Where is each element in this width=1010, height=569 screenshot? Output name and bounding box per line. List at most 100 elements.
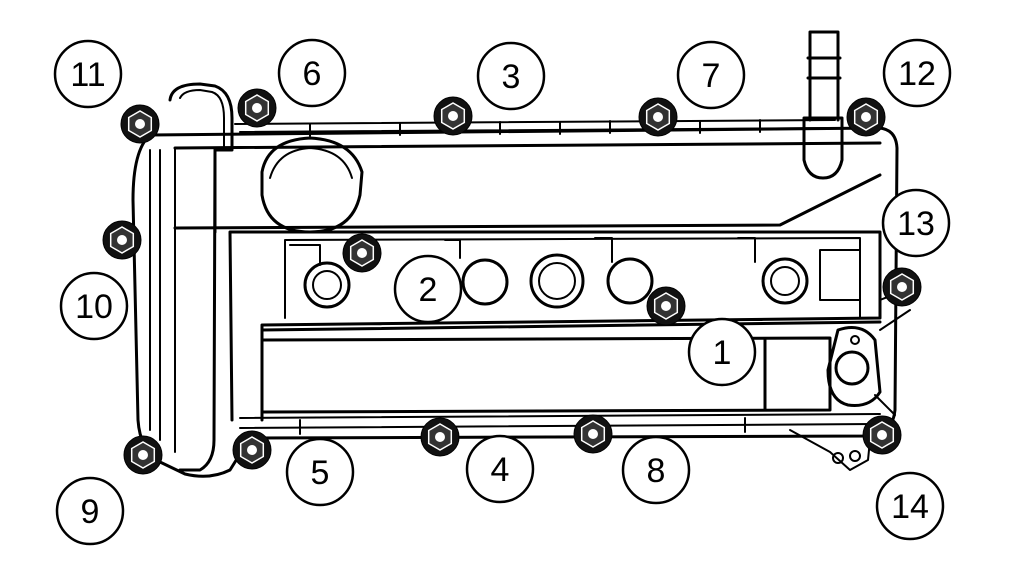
spark-plug-tube-2: [461, 258, 509, 306]
right-mounting-mark: [850, 335, 860, 345]
callout-6: 6: [277, 38, 347, 108]
bolt-center: [877, 430, 887, 440]
bottom-right-bracket: [789, 429, 871, 471]
bracket-hole-1: [832, 452, 844, 464]
left-side-flange: [149, 147, 176, 453]
callout-label: 14: [891, 488, 929, 526]
bolt-center: [252, 103, 262, 113]
callout-circle: [476, 41, 546, 111]
callout-5: 5: [285, 437, 355, 507]
bolt-center: [135, 119, 145, 129]
bolt-6: [237, 88, 277, 128]
spark-plug-tube-5: [761, 257, 809, 305]
callout-circle: [875, 471, 945, 541]
callout-9: 9: [55, 476, 125, 546]
lower-cavity: [260, 336, 832, 414]
callout-circle: [882, 38, 952, 108]
tube-brackets: [289, 237, 861, 301]
spark-plug-tube-5-inner: [770, 266, 800, 296]
callout-7: 7: [676, 40, 746, 110]
callout-label: 9: [81, 493, 100, 531]
callout-4: 4: [465, 434, 535, 504]
bolt-13: [882, 267, 922, 307]
callout-label: 7: [702, 57, 721, 95]
callout-2: 2: [393, 254, 463, 324]
callout-circle: [621, 435, 691, 505]
callout-8: 8: [621, 435, 691, 505]
callout-12: 12: [882, 38, 952, 108]
bolt-12: [846, 97, 886, 137]
callout-circle: [881, 188, 951, 258]
callout-label: 13: [897, 205, 935, 243]
callout-circle: [59, 271, 129, 341]
callout-circle: [285, 437, 355, 507]
bolt-4: [420, 417, 460, 457]
callout-10: 10: [59, 271, 129, 341]
bolt-11: [120, 104, 160, 144]
callout-label: 10: [75, 288, 113, 326]
sensor-pipe: [806, 30, 842, 122]
bolt-14: [862, 415, 902, 455]
spark-plug-tube-1: [303, 261, 351, 309]
oil-filler-neck: [260, 136, 364, 234]
bolt-center: [435, 432, 445, 442]
valve-cover-body: [131, 30, 911, 478]
oil-filler-neck-inner: [269, 147, 353, 179]
callout-circle: [53, 39, 123, 109]
callout-circle: [55, 476, 125, 546]
callout-circle: [393, 254, 463, 324]
callout-circle: [277, 38, 347, 108]
bolt-heads: [102, 88, 922, 475]
bolt-center: [247, 445, 257, 455]
upper-flange-ticks: [309, 119, 761, 137]
callout-label: 12: [898, 55, 936, 93]
spark-plug-tube-3-inner: [538, 262, 576, 300]
bolt-center: [448, 111, 458, 121]
callout-circle: [465, 434, 535, 504]
bolt-center: [588, 429, 598, 439]
callout-label: 4: [491, 451, 510, 489]
bolt-8: [573, 414, 613, 454]
callout-label: 5: [311, 454, 330, 492]
bolt-10: [102, 220, 142, 260]
spark-plug-tube-4: [606, 257, 654, 305]
callout-label: 1: [713, 334, 732, 372]
upper-flange-lip: [234, 119, 841, 133]
upper-ledge: [173, 141, 882, 234]
spark-plug-valley: [228, 230, 882, 422]
callout-11: 11: [53, 39, 123, 109]
callout-label: 8: [647, 452, 666, 490]
bolt-center: [138, 450, 148, 460]
bolt-center: [357, 248, 367, 258]
bolt-1: [646, 286, 686, 326]
lower-rail: [239, 413, 881, 435]
bolt-7: [638, 97, 678, 137]
right-mounting-ear: [826, 326, 882, 407]
bolt-2: [342, 233, 382, 273]
callout-1: 1: [687, 317, 757, 387]
bolt-9: [123, 435, 163, 475]
callout-label: 11: [70, 56, 105, 94]
left-end-rib-inner: [179, 89, 225, 151]
callout-14: 14: [875, 471, 945, 541]
spark-plug-tube-3: [529, 253, 585, 309]
callout-label: 6: [303, 55, 322, 93]
bolt-center: [897, 282, 907, 292]
bolt-5: [232, 430, 272, 470]
bolt-center: [117, 235, 127, 245]
callout-3: 3: [476, 41, 546, 111]
left-end-rib: [168, 82, 234, 472]
callout-label: 3: [502, 58, 521, 96]
sensor-body: [802, 116, 844, 180]
bolt-3: [433, 96, 473, 136]
bolt-center: [661, 301, 671, 311]
callout-circle: [687, 317, 757, 387]
bolt-center: [861, 112, 871, 122]
spark-plug-tube-1-inner: [312, 270, 342, 300]
cover-outer-outline: [131, 126, 899, 478]
bracket-hole-2: [849, 450, 861, 462]
callout-circle: [676, 40, 746, 110]
